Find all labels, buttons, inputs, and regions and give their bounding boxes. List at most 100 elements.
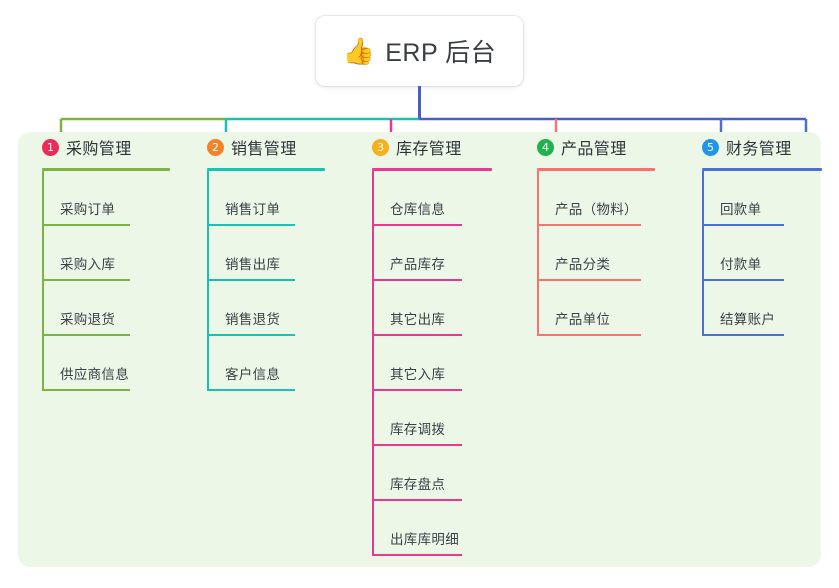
module-item-rule xyxy=(372,334,462,336)
module-item-label: 客户信息 xyxy=(225,367,281,382)
module-number-badge: 3 xyxy=(372,138,389,156)
module-column-1: 1 采购管理采购订单采购入库采购退货供应商信息 xyxy=(22,132,170,391)
module-item-label: 付款单 xyxy=(720,257,762,272)
module-item-label: 仓库信息 xyxy=(390,202,446,217)
module-item-label: 结算账户 xyxy=(720,312,776,327)
module-item-label: 产品单位 xyxy=(555,312,611,327)
module-item[interactable]: 出库库明细 xyxy=(352,501,492,556)
module-item-list: 仓库信息产品库存其它出库其它入库库存调拨库存盘点出库库明细 xyxy=(352,171,492,556)
module-item-rule xyxy=(537,334,641,336)
module-item-rule xyxy=(372,499,462,501)
module-item-list: 采购订单采购入库采购退货供应商信息 xyxy=(22,171,170,391)
module-item[interactable]: 仓库信息 xyxy=(352,171,492,226)
module-item-rule xyxy=(537,279,641,281)
module-item-label: 产品库存 xyxy=(390,257,446,272)
module-title: 财务管理 xyxy=(726,141,792,158)
module-item-label: 其它出库 xyxy=(390,312,446,327)
module-item-rule xyxy=(42,224,130,226)
module-item-rule xyxy=(372,279,462,281)
module-header-rule xyxy=(372,168,492,171)
thumbs-up-icon: 👍 xyxy=(342,36,376,66)
module-item-rule xyxy=(702,279,784,281)
module-item[interactable]: 付款单 xyxy=(682,226,822,281)
module-item[interactable]: 采购退货 xyxy=(22,281,170,336)
module-header-rule xyxy=(702,168,822,171)
module-spine xyxy=(42,171,44,391)
module-item[interactable]: 结算账户 xyxy=(682,281,822,336)
module-header-2[interactable]: 2 销售管理 xyxy=(187,132,325,162)
module-item-rule xyxy=(372,444,462,446)
module-item[interactable]: 销售退货 xyxy=(187,281,325,336)
module-item-rule xyxy=(537,224,641,226)
module-header-rule xyxy=(207,168,325,171)
module-column-3: 3 库存管理仓库信息产品库存其它出库其它入库库存调拨库存盘点出库库明细 xyxy=(352,132,492,556)
module-item-rule xyxy=(207,389,295,391)
module-item[interactable]: 产品（物料） xyxy=(517,171,655,226)
module-item-list: 回款单付款单结算账户 xyxy=(682,171,822,336)
module-item[interactable]: 其它出库 xyxy=(352,281,492,336)
module-item[interactable]: 产品单位 xyxy=(517,281,655,336)
module-item-label: 供应商信息 xyxy=(60,367,129,382)
module-item-rule xyxy=(702,334,784,336)
module-title: 库存管理 xyxy=(396,141,462,158)
module-item[interactable]: 库存调拨 xyxy=(352,391,492,446)
module-item-rule xyxy=(207,279,295,281)
module-item-label: 销售出库 xyxy=(225,257,281,272)
module-item[interactable]: 销售订单 xyxy=(187,171,325,226)
module-number-badge: 4 xyxy=(537,138,554,156)
module-item-label: 销售订单 xyxy=(225,202,281,217)
module-spine xyxy=(537,171,539,336)
module-item-rule xyxy=(42,334,130,336)
module-item-rule xyxy=(42,389,130,391)
module-header-5[interactable]: 5 财务管理 xyxy=(682,132,822,162)
module-item-list: 销售订单销售出库销售退货客户信息 xyxy=(187,171,325,391)
title-card: 👍 ERP 后台 xyxy=(316,16,523,86)
module-item-label: 采购订单 xyxy=(60,202,116,217)
module-item-rule xyxy=(372,224,462,226)
module-title: 产品管理 xyxy=(561,141,627,158)
module-item-rule xyxy=(372,554,462,556)
module-item-label: 出库库明细 xyxy=(390,532,459,547)
module-item[interactable]: 产品分类 xyxy=(517,226,655,281)
module-spine xyxy=(372,171,374,556)
module-item-label: 库存盘点 xyxy=(390,477,446,492)
module-title: 采购管理 xyxy=(66,141,132,158)
module-item-rule xyxy=(42,279,130,281)
module-item-label: 产品分类 xyxy=(555,257,611,272)
module-item[interactable]: 销售出库 xyxy=(187,226,325,281)
module-number-badge: 1 xyxy=(42,138,59,156)
module-item[interactable]: 采购入库 xyxy=(22,226,170,281)
module-item-rule xyxy=(207,334,295,336)
module-spine xyxy=(207,171,209,391)
module-item[interactable]: 客户信息 xyxy=(187,336,325,391)
module-item-label: 产品（物料） xyxy=(555,202,638,217)
module-item-label: 回款单 xyxy=(720,202,762,217)
module-column-4: 4 产品管理产品（物料） 产品分类产品单位 xyxy=(517,132,655,336)
module-item-label: 库存调拨 xyxy=(390,422,446,437)
module-item[interactable]: 采购订单 xyxy=(22,171,170,226)
module-column-5: 5 财务管理回款单付款单结算账户 xyxy=(682,132,822,336)
module-item-list: 产品（物料） 产品分类产品单位 xyxy=(517,171,655,336)
module-spine xyxy=(702,171,704,336)
module-item-label: 其它入库 xyxy=(390,367,446,382)
module-header-rule xyxy=(42,168,170,171)
modules-panel: 1 采购管理采购订单采购入库采购退货供应商信息 2 销售管理销售订单销售出库销售退货客… xyxy=(18,132,822,567)
module-title: 销售管理 xyxy=(231,141,297,158)
module-item[interactable]: 回款单 xyxy=(682,171,822,226)
page-title: ERP 后台 xyxy=(385,39,497,67)
module-item-label: 采购退货 xyxy=(60,312,116,327)
module-item[interactable]: 其它入库 xyxy=(352,336,492,391)
module-number-badge: 2 xyxy=(207,138,224,156)
module-number-badge: 5 xyxy=(702,138,719,156)
module-item-rule xyxy=(702,224,784,226)
module-header-4[interactable]: 4 产品管理 xyxy=(517,132,655,162)
module-item-label: 采购入库 xyxy=(60,257,116,272)
module-header-3[interactable]: 3 库存管理 xyxy=(352,132,492,162)
module-item[interactable]: 供应商信息 xyxy=(22,336,170,391)
module-header-rule xyxy=(537,168,655,171)
module-item[interactable]: 产品库存 xyxy=(352,226,492,281)
module-item[interactable]: 库存盘点 xyxy=(352,446,492,501)
module-item-rule xyxy=(372,389,462,391)
module-header-1[interactable]: 1 采购管理 xyxy=(22,132,170,162)
module-item-label: 销售退货 xyxy=(225,312,281,327)
